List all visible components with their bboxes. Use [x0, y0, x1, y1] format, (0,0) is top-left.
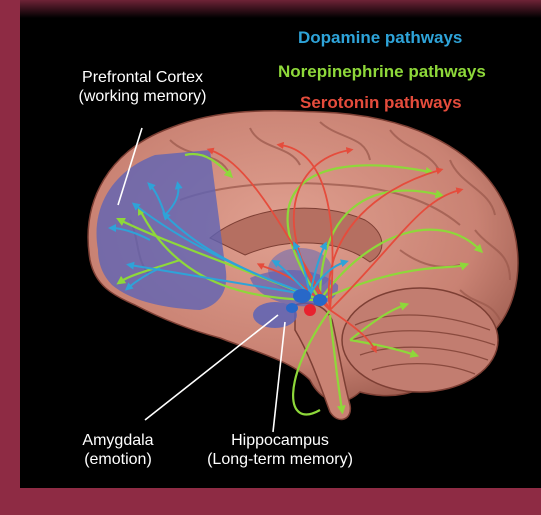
diagram-frame: Dopamine pathways Norepinephrine pathway…	[20, 0, 541, 488]
hippocampus-subtitle: (Long-term memory)	[205, 450, 355, 469]
legend-dopamine: Dopamine pathways	[298, 28, 462, 48]
raphe-nucleus	[304, 304, 316, 316]
cerebellum	[342, 288, 498, 392]
amygdala-subtitle: (emotion)	[68, 450, 168, 469]
legend-norepinephrine: Norepinephrine pathways	[278, 62, 486, 82]
label-prefrontal-cortex: Prefrontal Cortex (working memory)	[60, 68, 225, 106]
label-hippocampus: Hippocampus (Long-term memory)	[205, 431, 355, 469]
hippocampus-title: Hippocampus	[205, 431, 355, 450]
amygdala-title: Amygdala	[68, 431, 168, 450]
prefrontal-subtitle: (working memory)	[60, 87, 225, 106]
label-amygdala: Amygdala (emotion)	[68, 431, 168, 469]
legend-serotonin: Serotonin pathways	[300, 93, 462, 113]
prefrontal-title: Prefrontal Cortex	[60, 68, 225, 87]
